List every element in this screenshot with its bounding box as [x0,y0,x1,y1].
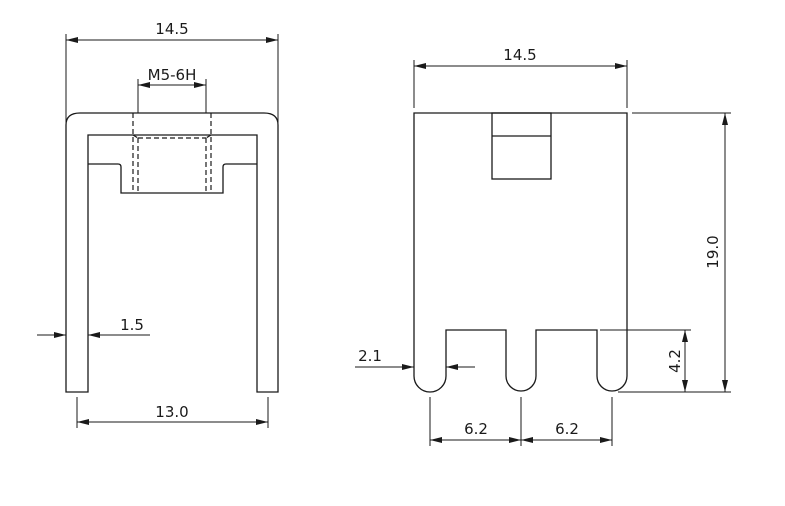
dimension-label: 19.0 [704,235,722,268]
dimension-width-left: 14.5 [65,20,279,125]
dimension-label: 6.2 [464,420,488,438]
dimension-thickness: 1.5 [37,316,150,338]
thread-label: M5-6H [148,66,197,84]
dimension-label: 4.2 [666,349,684,373]
thread-hidden-lines [132,113,212,193]
dimension-label: 1.5 [120,316,144,334]
dimension-label: 14.5 [155,20,188,38]
dimension-width-right: 14.5 [413,46,628,108]
dimension-thread: M5-6H [137,66,207,113]
right-view: 14.5 19.0 4.2 2.1 6.2 6.2 [355,46,731,446]
plate-outline [413,112,628,393]
dimension-pitch: 6.2 6.2 [429,397,613,446]
dimension-label: 6.2 [555,420,579,438]
nut-window [491,112,552,180]
dimension-height: 19.0 [618,112,731,393]
dimension-label: 13.0 [155,403,188,421]
dimension-label: 2.1 [358,347,382,365]
dimension-label: 14.5 [503,46,536,64]
nut-step [88,163,257,194]
dimension-slot-depth: 4.2 [600,329,691,392]
bracket-outline [65,112,279,393]
left-view: 14.5 M5-6H 1.5 13.0 [37,20,279,428]
dimension-leg-span: 13.0 [76,397,269,428]
dimension-tab-width: 2.1 [355,347,475,370]
